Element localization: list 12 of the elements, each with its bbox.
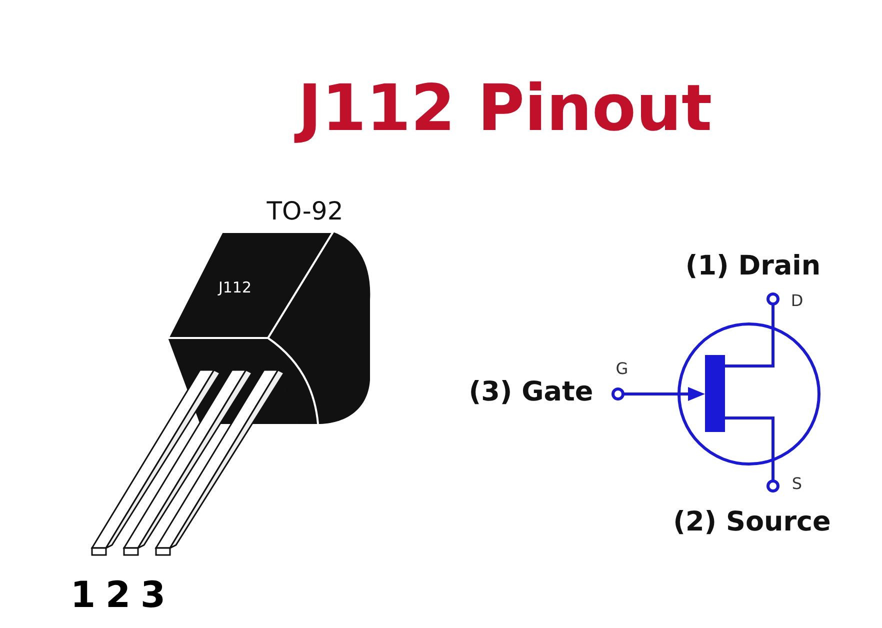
terminal-letter: G	[616, 361, 628, 377]
terminal-letter: S	[792, 476, 802, 492]
package-label: TO-92	[266, 198, 344, 224]
terminal-letter: D	[790, 293, 804, 309]
pin-label: (1) Drain	[685, 252, 821, 280]
pin-label: (3) Gate	[468, 378, 594, 406]
pin-label: (2) Source	[673, 508, 831, 536]
pin-number: 2	[105, 578, 131, 614]
part-marking: J112	[218, 280, 252, 296]
pin-number: 1	[70, 578, 96, 614]
pin-number: 3	[140, 578, 166, 614]
title: J112 Pinout	[0, 72, 882, 146]
